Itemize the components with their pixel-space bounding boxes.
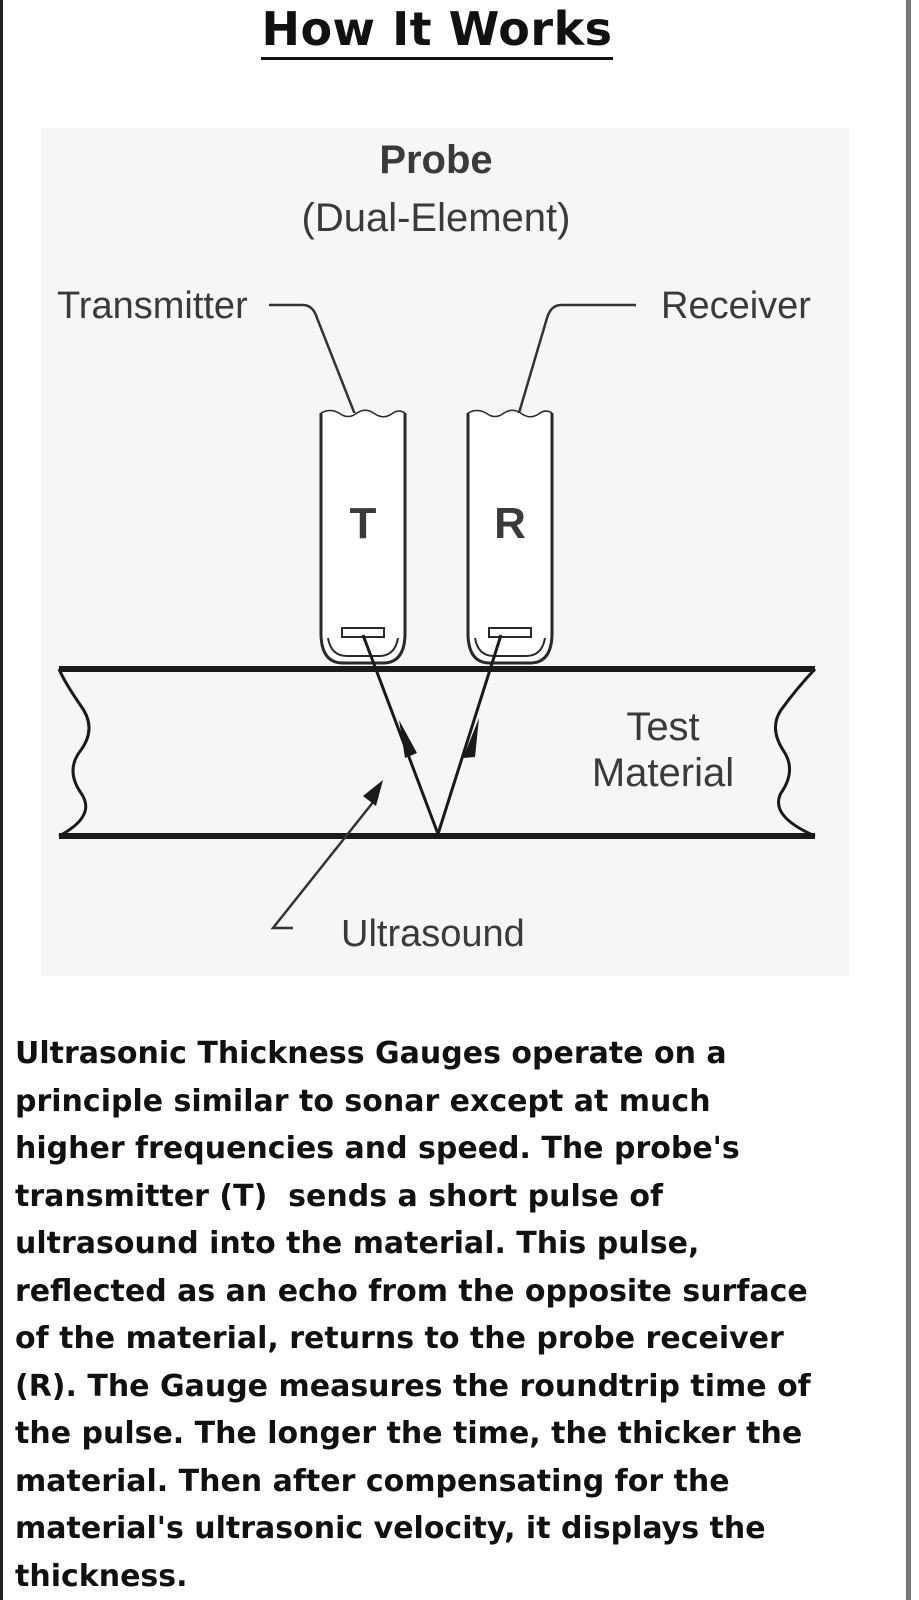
- ultrasound-path: [361, 634, 503, 835]
- receiver-label: Receiver: [661, 285, 811, 327]
- description-line: material's ultrasonic velocity, it displ…: [15, 1511, 766, 1546]
- description-line: principle similar to sonar except at muc…: [15, 1083, 711, 1119]
- receiver-letter: R: [494, 499, 526, 548]
- test-material-slab: [57, 666, 817, 839]
- receiver-element: [466, 409, 554, 665]
- description-line: reflected as an echo from the opposite s…: [15, 1273, 808, 1309]
- description-line: higher frequencies and speed. The probe'…: [15, 1131, 740, 1166]
- transmitter-label: Transmitter: [57, 285, 248, 327]
- description-line: thickness.: [15, 1558, 188, 1594]
- diagram-background: [41, 128, 849, 976]
- transmitter-element: [319, 409, 407, 665]
- test-material-label-line2: Material: [592, 751, 734, 795]
- description-paragraph: Ultrasonic Thickness Gauges operate on a…: [15, 1030, 910, 1600]
- ultrasound-arrow-icon: [363, 780, 383, 806]
- description-line: material. Then after compensating for th…: [15, 1463, 730, 1499]
- receiver-leader-line: [509, 303, 636, 441]
- probe-title: Probe: [379, 138, 492, 182]
- description-line: Ultrasonic Thickness Gauges operate on a: [15, 1036, 727, 1071]
- description-line: transmitter (T) sends a short pulse of: [15, 1178, 664, 1214]
- page-title-text: How It Works: [261, 2, 613, 60]
- description-line: (R). The Gauge measures the roundtrip ti…: [15, 1368, 811, 1404]
- description-line: the pulse. The longer the time, the thic…: [15, 1416, 803, 1451]
- transmitter-leader-line: [269, 303, 367, 441]
- echo-up-arrow: [463, 718, 479, 758]
- ultrasound-label: Ultrasound: [341, 913, 525, 955]
- transmitter-letter: T: [350, 499, 377, 548]
- pulse-down-arrow: [399, 720, 417, 758]
- test-material-label-line1: Test: [626, 705, 699, 749]
- probe-diagram-svg: Probe (Dual-Element) Transmitter Receive…: [41, 128, 849, 976]
- description-line: of the material, returns to the probe re…: [15, 1321, 784, 1356]
- probe-diagram: Probe (Dual-Element) Transmitter Receive…: [41, 128, 849, 976]
- probe-subtitle: (Dual-Element): [302, 196, 571, 240]
- ultrasound-leader-line: [270, 795, 379, 930]
- page-title: How It Works: [3, 2, 871, 60]
- description-line: ultrasound into the material. This pulse…: [15, 1226, 700, 1261]
